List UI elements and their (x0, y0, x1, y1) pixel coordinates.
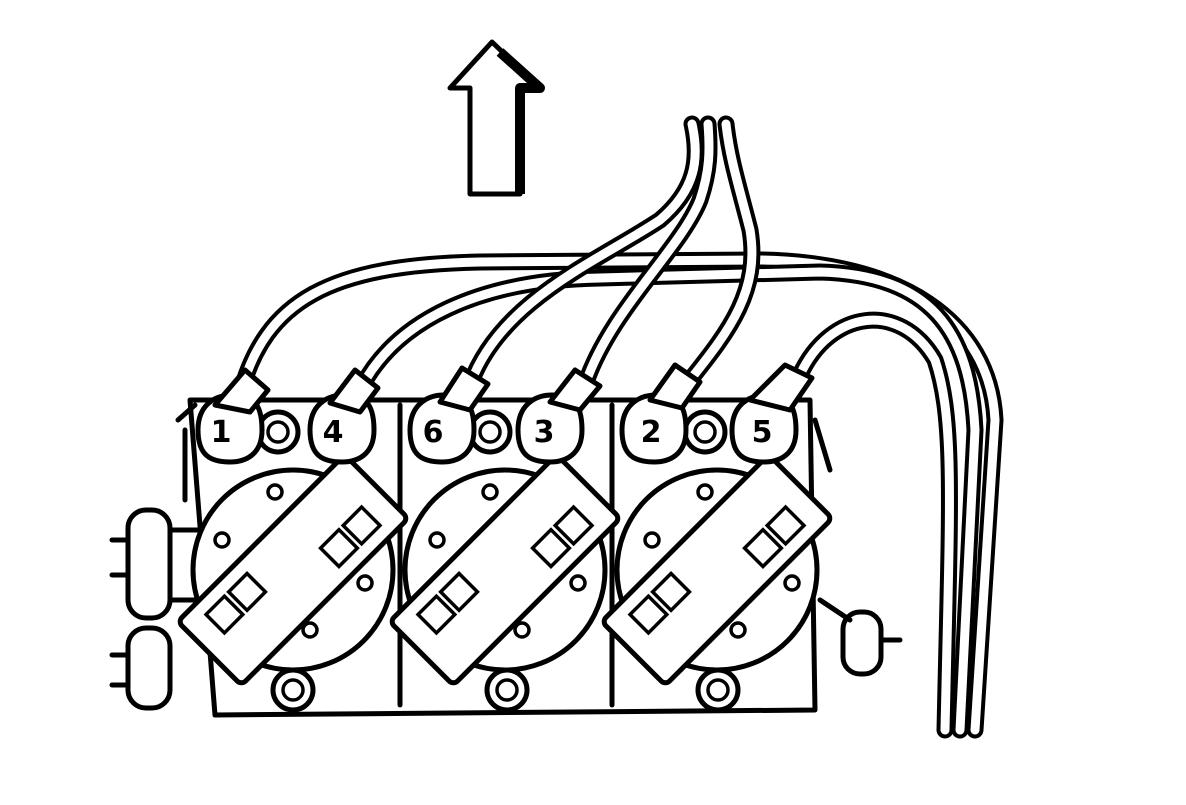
right-connector (817, 597, 903, 677)
cylinder-label-6: 6 (423, 415, 444, 450)
left-connectors (109, 507, 203, 711)
boot-6 (407, 392, 477, 465)
cylinder-label-4: 4 (323, 415, 344, 450)
coil-3 (601, 454, 833, 686)
mounting-bolts-bottom (270, 667, 741, 713)
spark-plug-wires (231, 115, 1004, 739)
cylinder-label-5: 5 (752, 415, 773, 450)
wire-4 (351, 263, 984, 739)
coil-1 (177, 454, 409, 686)
wire-6 (461, 115, 704, 394)
coil-2 (389, 454, 621, 686)
cylinder-label-2: 2 (641, 415, 662, 450)
wire-3 (576, 115, 718, 394)
boot-3 (515, 392, 585, 465)
boot-2 (619, 392, 689, 465)
cylinder-label-1: 1 (211, 415, 232, 450)
direction-arrow (447, 39, 545, 197)
cylinder-label-3: 3 (534, 415, 555, 450)
terminal-row: 1 4 6 3 2 5 (195, 362, 815, 465)
wire-1 (231, 251, 1004, 739)
wire-5 (791, 311, 958, 739)
wire-2 (681, 115, 761, 389)
